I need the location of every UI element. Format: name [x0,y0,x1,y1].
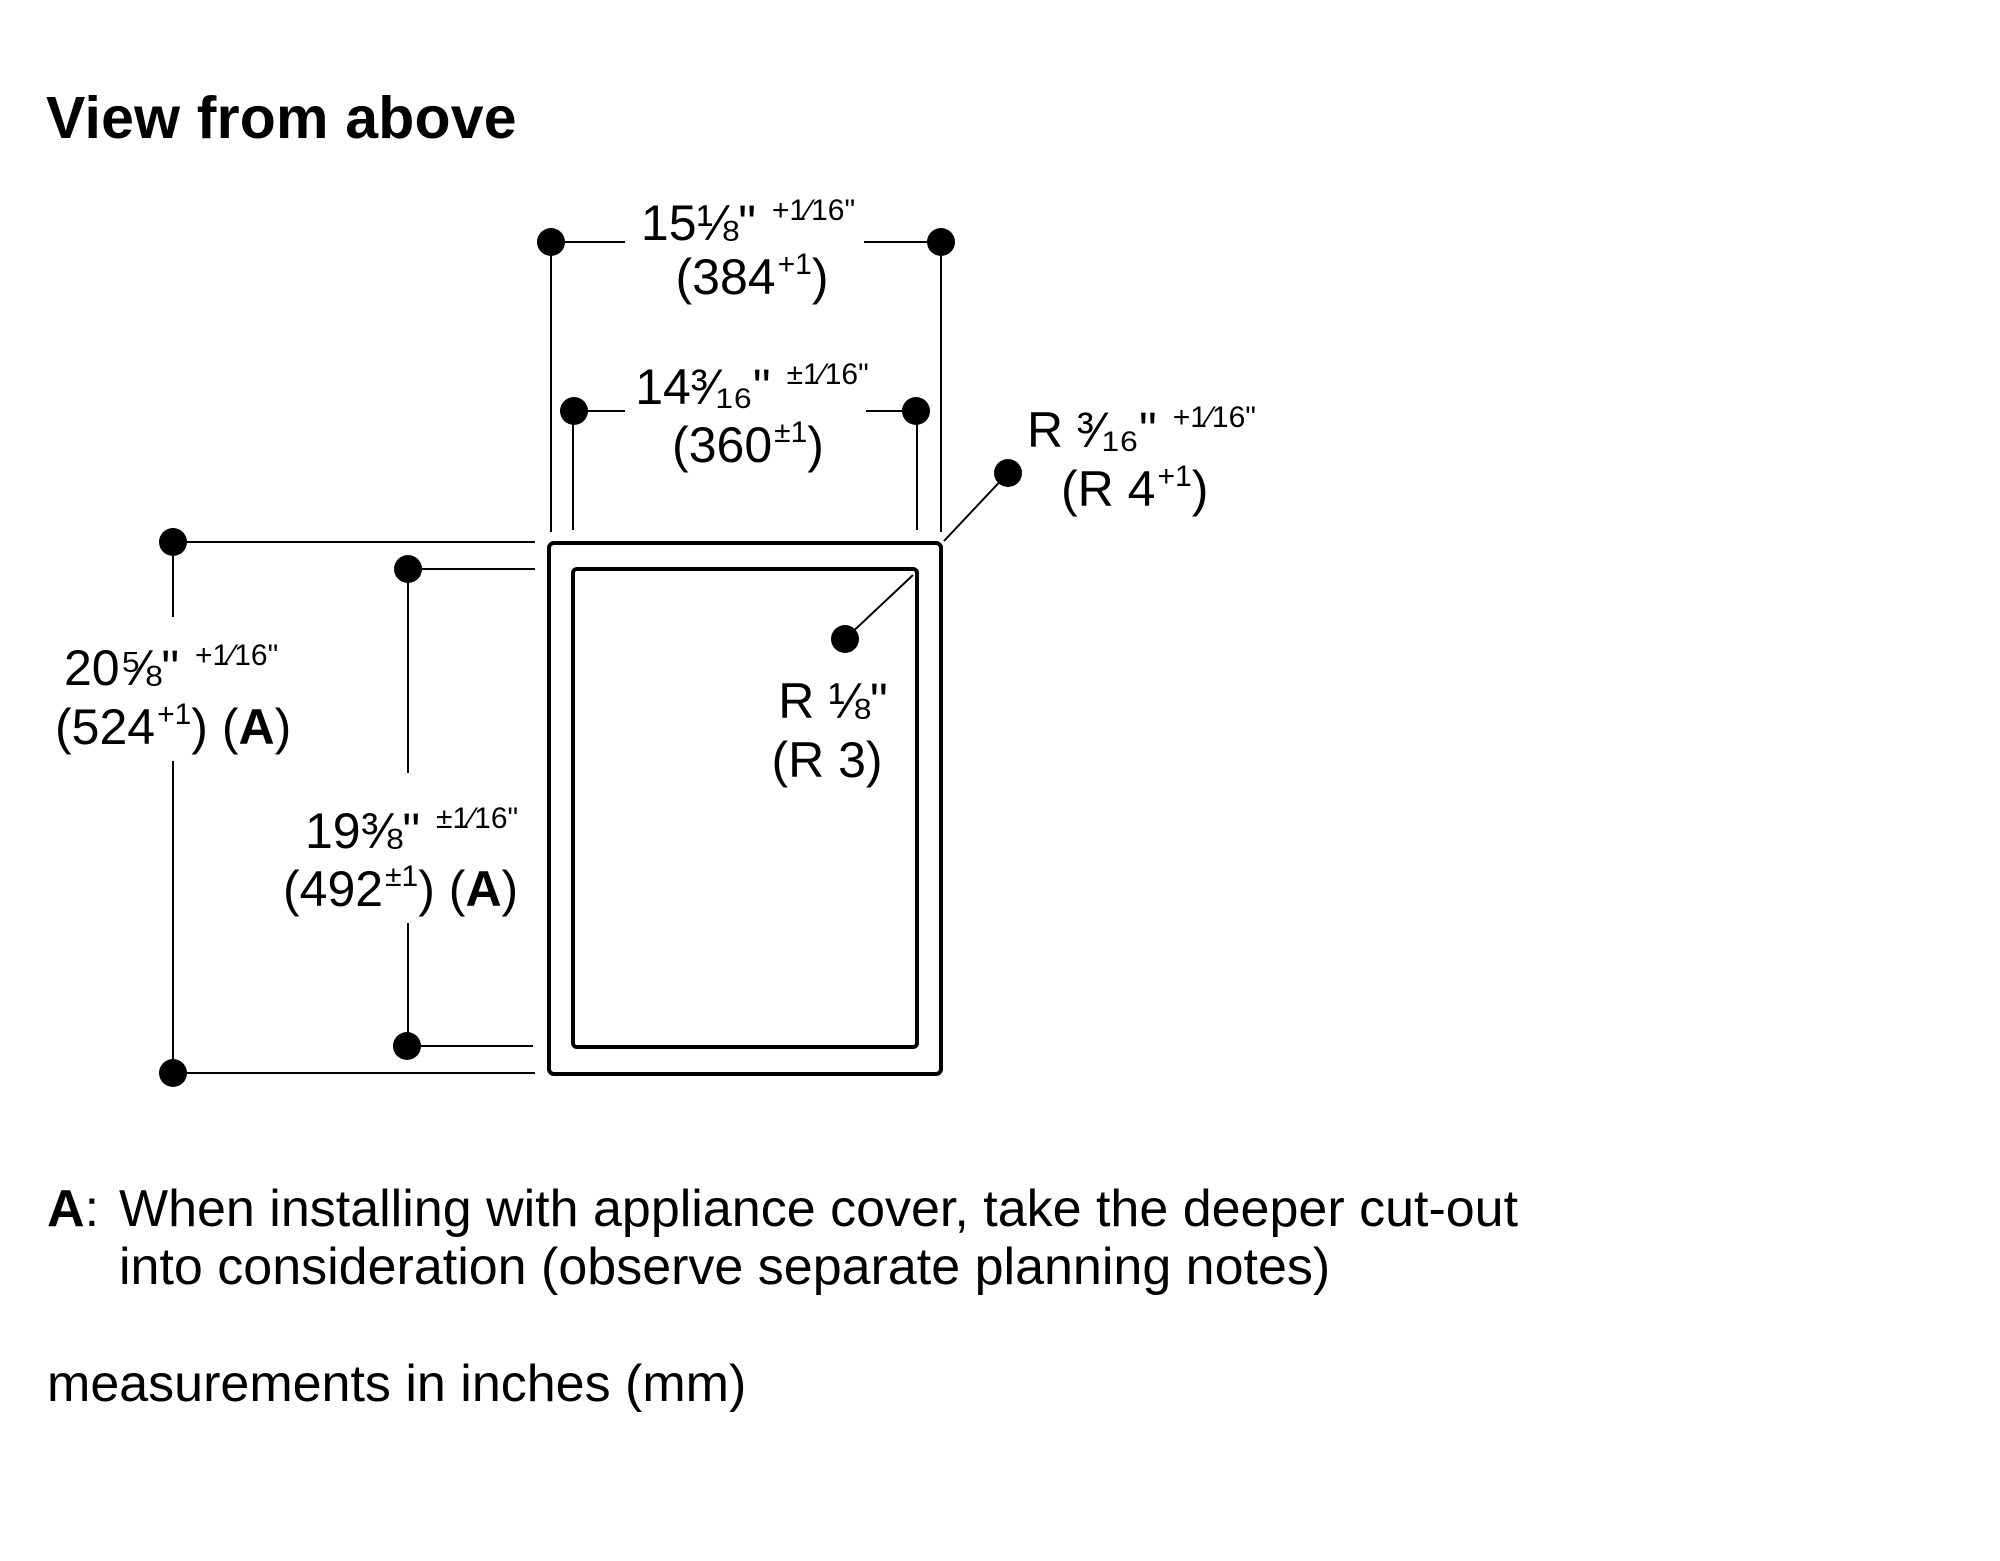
inner-width-metric: (360 [672,417,773,473]
inner-depth-note-open: ( [434,861,466,917]
note-a-colon: : [84,1180,100,1238]
outer-width-metric-close: ) [811,249,829,305]
inner-width-dot-left [560,397,588,425]
outer-radius-metric-label: (R 4+1) [1061,461,1209,517]
outer-depth-metric-label: (524+1) (A) [55,699,292,755]
outer-radius-metric: (R 4 [1061,461,1156,517]
inner-radius-imperial-label: R ⅛" [778,676,887,726]
inner-depth-note-ref: A [465,861,502,917]
inner-depth-dot-top [394,555,422,583]
inner-depth-metric: (492 [283,861,384,917]
outer-depth-imperial-label: 20⅝" +1⁄16" [64,640,278,696]
outer-radius-metric-close: ) [1191,461,1209,517]
outer-depth-metric: (524 [55,699,156,755]
inner-radius-leader [844,574,914,640]
outer-depth-note-close: ) [274,699,292,755]
outer-radius-imperial-label: R ³⁄₁₆" +1⁄16" [1027,402,1256,458]
units-note: measurements in inches (mm) [47,1355,747,1413]
outer-width-imperial-label: 15⅛" +1⁄16" [640,195,855,251]
outer-depth-metric-tolerance: +1 [157,698,192,731]
inner-depth-imperial: 19⅜" [305,803,421,859]
outer-width-metric-tolerance: +1 [777,248,812,281]
inner-width-imperial: 14³⁄₁₆" [635,359,771,415]
note-a-letter: A [47,1180,85,1238]
outer-radius-metric-tolerance: +1 [1157,460,1192,493]
inner-cutout-rect [571,567,919,1049]
outer-radius-dot [994,459,1022,487]
note-a-line-1: When installing with appliance cover, ta… [119,1180,1519,1238]
inner-depth-dot-bottom [393,1032,421,1060]
outer-width-dot-left [537,228,565,256]
inner-width-imperial-tolerance: ±1⁄16" [786,358,869,391]
outer-depth-note-open: ( [207,699,239,755]
outer-depth-dot-top [159,528,187,556]
inner-depth-imperial-label: 19⅜" ±1⁄16" [305,803,518,859]
outer-depth-metric-close: ) [191,699,208,755]
outer-width-imperial-tolerance: +1⁄16" [771,194,856,227]
outer-depth-imperial: 20⅝" [64,640,180,696]
inner-width-dot-right [902,397,930,425]
inner-width-metric-label: (360±1) [672,417,824,473]
inner-width-metric-tolerance: ±1 [774,416,808,449]
outer-radius-leader [943,472,1009,542]
inner-radius-dot [831,625,859,653]
inner-radius-imperial: R ⅛" [778,673,888,729]
note-a-line-2: into consideration (observe separate pla… [119,1238,1331,1296]
outer-depth-note-ref: A [238,699,275,755]
outer-depth-dot-bottom [159,1059,187,1087]
outer-radius-imperial: R ³⁄₁₆" [1027,402,1157,458]
outer-width-metric-label: (384+1) [675,249,829,305]
outer-width-imperial: 15⅛" [640,195,756,251]
inner-depth-imperial-tolerance: ±1⁄16" [435,802,519,835]
inner-depth-metric-label: (492±1) (A) [283,861,519,917]
inner-width-metric-close: ) [807,417,824,473]
outer-width-dot-right [927,228,955,256]
inner-depth-note-close: ) [501,861,519,917]
note-a-key: A: [47,1183,99,1235]
outer-depth-imperial-tolerance: +1⁄16" [194,639,279,672]
page-title: View from above [46,85,517,151]
inner-depth-metric-close: ) [418,861,435,917]
outer-cutout-rect [547,541,943,1076]
inner-radius-metric-label: (R 3) [771,735,882,785]
outer-width-metric: (384 [675,249,776,305]
outer-radius-imperial-tolerance: +1⁄16" [1172,401,1256,434]
inner-depth-metric-tolerance: ±1 [385,860,419,893]
inner-width-imperial-label: 14³⁄₁₆" ±1⁄16" [635,359,869,415]
inner-radius-metric: (R 3) [771,732,883,788]
